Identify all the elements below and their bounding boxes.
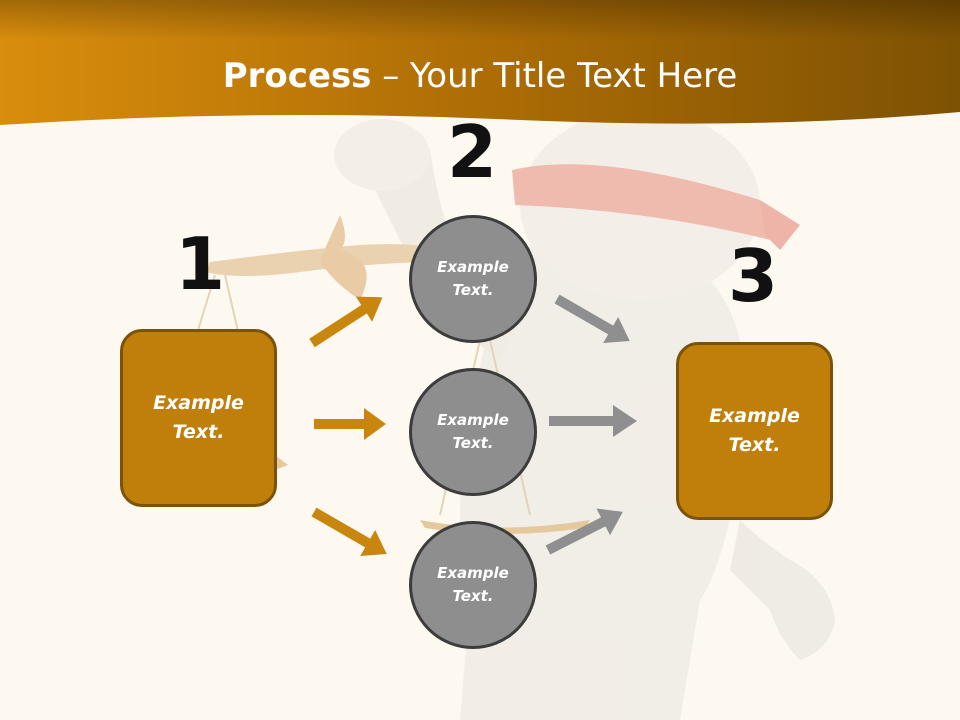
circle-top-line1: Example — [437, 258, 509, 276]
right-step-box[interactable]: Example Text. — [676, 342, 833, 520]
circle-middle-line1: Example — [437, 411, 509, 429]
step-number-1: 1 — [174, 222, 226, 306]
left-box-line1: Example — [153, 392, 244, 414]
circle-bottom-line1: Example — [437, 564, 509, 582]
circle-bottom-line2: Text. — [452, 587, 494, 605]
left-box-line2: Text. — [172, 421, 225, 443]
step-number-2: 2 — [446, 110, 498, 194]
process-circle-bottom[interactable]: Example Text. — [409, 521, 537, 649]
title-bold-text: Process — [222, 56, 372, 96]
slide-title: Process – Your Title Text Here — [0, 54, 960, 98]
process-circle-middle[interactable]: Example Text. — [409, 368, 537, 496]
circle-middle-line2: Text. — [452, 434, 494, 452]
right-box-line2: Text. — [728, 434, 781, 456]
left-step-box[interactable]: Example Text. — [120, 329, 277, 507]
title-rest-text: – Your Title Text Here — [371, 56, 738, 96]
step-number-3: 3 — [727, 234, 779, 318]
right-box-line1: Example — [709, 405, 800, 427]
circle-top-line2: Text. — [452, 281, 494, 299]
process-circle-top[interactable]: Example Text. — [409, 215, 537, 343]
